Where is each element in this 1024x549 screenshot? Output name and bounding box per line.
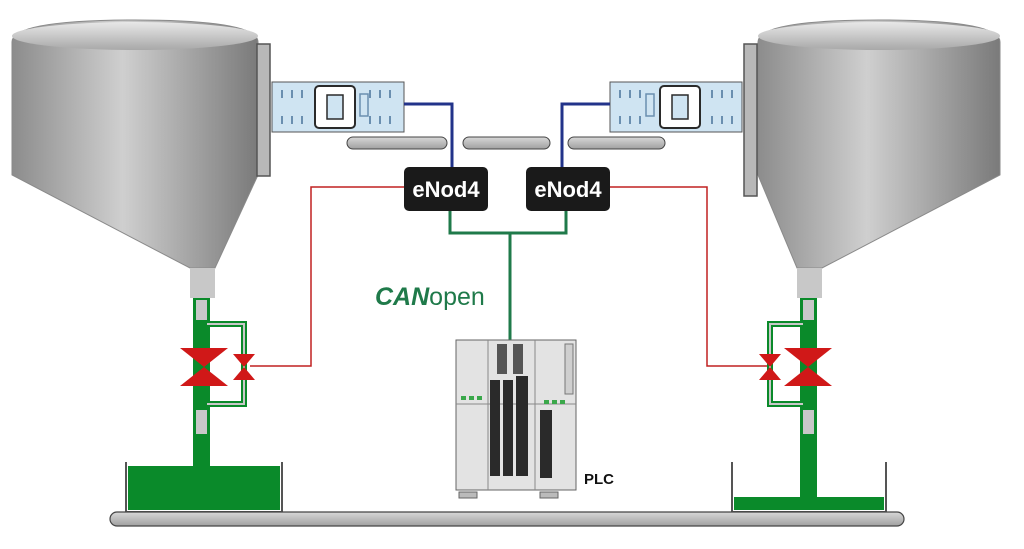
container-icon <box>128 466 280 510</box>
hopper-icon <box>11 19 259 269</box>
signal-wire-left <box>250 186 404 367</box>
valve-icon <box>784 348 832 367</box>
node-label: eNod4 <box>412 177 480 202</box>
plc-label: PLC <box>584 471 614 488</box>
sensor-wire-left <box>404 102 454 168</box>
canopen-logo-light: open <box>429 283 485 311</box>
plc-icon <box>455 339 577 499</box>
valve-icon <box>759 354 781 367</box>
valve-icon <box>784 367 832 386</box>
enod4-node-right: eNod4 <box>526 167 610 211</box>
right-hopper <box>743 19 1001 298</box>
conveyor-icon <box>109 511 905 527</box>
sensor-wire-right <box>560 102 610 168</box>
hopper-icon <box>757 19 1001 269</box>
valve-icon <box>180 367 228 386</box>
right-load-cell <box>609 81 743 133</box>
left-hopper <box>11 19 271 298</box>
valve-icon <box>759 367 781 380</box>
node-label: eNod4 <box>534 177 602 202</box>
valve-icon <box>180 348 228 367</box>
valve-icon <box>233 367 255 380</box>
right-valve-assembly <box>759 298 832 498</box>
signal-wire-right <box>610 186 768 367</box>
left-load-cell <box>271 81 405 133</box>
can-bus-wire <box>448 210 568 340</box>
support-bar-right <box>567 136 666 150</box>
canopen-logo-bold: CAN <box>375 283 430 311</box>
left-container <box>125 462 283 513</box>
support-bar-center <box>462 136 551 150</box>
container-icon <box>734 497 884 510</box>
canopen-logo: CANopen <box>375 283 485 311</box>
left-valve-assembly <box>180 298 255 468</box>
enod4-node-left: eNod4 <box>404 167 488 211</box>
support-bar-left <box>346 136 448 150</box>
valve-icon <box>233 354 255 367</box>
